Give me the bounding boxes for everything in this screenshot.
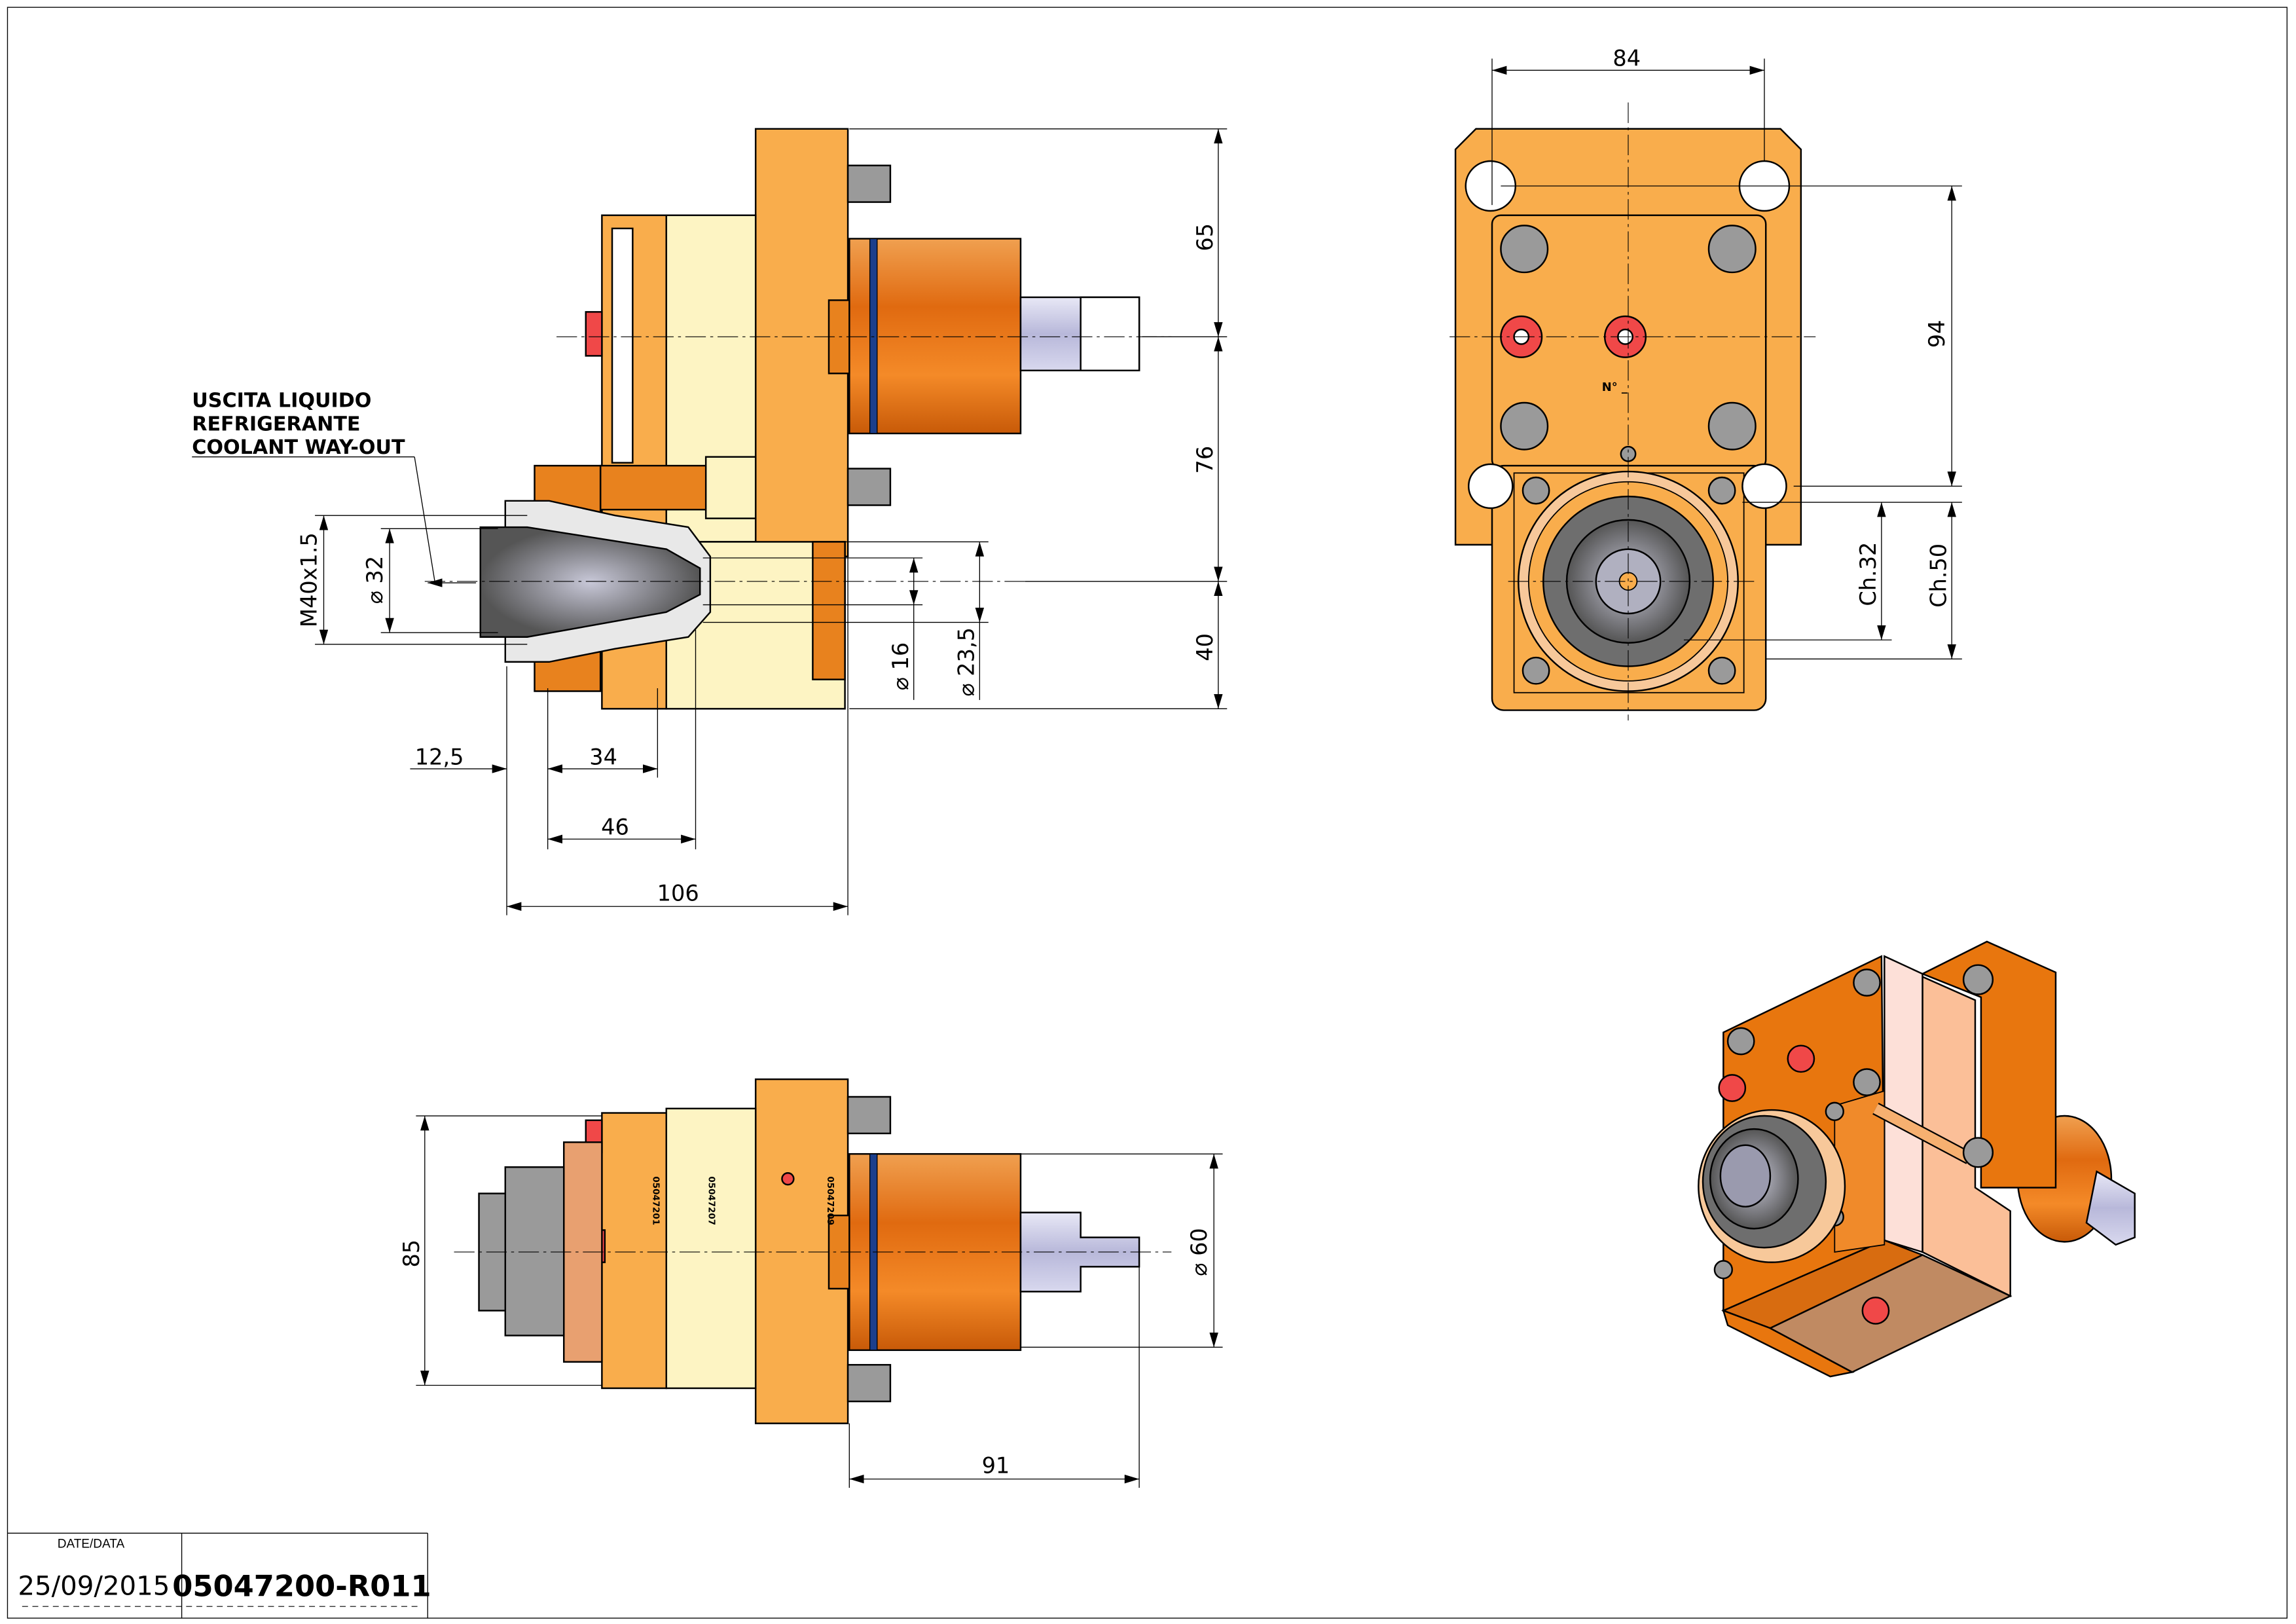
sheet-border [7, 7, 2287, 1619]
stud-screw-top [847, 164, 892, 203]
socket-screw-icon [1500, 225, 1757, 685]
dim-bore-16: ⌀ 16 [888, 642, 913, 691]
coolant-note-line-3: COOLANT WAY-OUT [192, 436, 405, 459]
title-block: DATE/DATA 25/09/2015 05047200-R011 [7, 1532, 431, 1619]
dims-front: 84 94 Ch.32 Ch.50 [1491, 46, 1962, 659]
o-ring-seal [869, 238, 878, 434]
front-view: N° _ 84 94 Ch.32 [1449, 46, 1962, 721]
dim-94: 94 [1924, 320, 1950, 348]
dim-34: 34 [589, 744, 617, 769]
dim-bore-23-5: ⌀ 23,5 [953, 627, 979, 697]
shaft-flat [1080, 296, 1140, 372]
iso-collet-nut [1698, 1109, 1846, 1263]
isometric-view [1698, 940, 2136, 1378]
collet-hex-nut [504, 1166, 565, 1337]
front-plate [601, 1112, 668, 1390]
dim-diameter-60: ⌀ 60 [1186, 1228, 1212, 1276]
dims-bottom: 85 ⌀ 60 91 [399, 1115, 1223, 1488]
dim-76: 76 [1192, 446, 1218, 474]
dim-thread-m40x1-5: M40x1.5 [296, 532, 321, 627]
dim-65: 65 [1192, 223, 1218, 251]
part-label-3: 05047209 [825, 1176, 835, 1225]
collet [479, 526, 701, 638]
coolant-note-line-2: REFRIGERANTE [192, 413, 360, 435]
dim-91: 91 [982, 1453, 1010, 1479]
drawing-number: 05047200-R011 [172, 1569, 431, 1604]
dim-85: 85 [399, 1240, 424, 1268]
dim-ch32: Ch.32 [1855, 542, 1881, 606]
date-label: DATE/DATA [58, 1538, 125, 1551]
note-leader [414, 456, 436, 583]
part-label-1: 05047201 [651, 1176, 661, 1225]
coolant-plug-icon [1718, 1044, 1890, 1325]
top-outline-view: 05047201 05047207 05047209 85 ⌀ 60 91 [399, 1078, 1223, 1488]
dim-106: 106 [657, 880, 699, 906]
iso-strip [1884, 955, 1923, 1253]
housing [665, 1107, 757, 1390]
side-section-view: USCITA LIQUIDO REFRIGERANTE COOLANT WAY-… [192, 128, 1228, 915]
dims-bore: ⌀ 16 ⌀ 23,5 [702, 541, 989, 700]
serial-number-marking: N° _ [1602, 380, 1628, 394]
dim-46: 46 [601, 815, 629, 840]
dim-40: 40 [1192, 633, 1218, 661]
dim-ch50: Ch.50 [1925, 544, 1951, 608]
dim-12-5: 12,5 [415, 744, 464, 769]
dims-horizontal: 12,5 34 46 106 [410, 556, 848, 915]
housing-lower-edge [812, 541, 846, 680]
stud-screw-bottom [847, 468, 892, 506]
drawing-date: 25/09/2015 [18, 1571, 170, 1601]
dim-84: 84 [1613, 46, 1641, 71]
front-plate-inner [611, 227, 634, 464]
part-label-2: 05047207 [706, 1176, 716, 1225]
coolant-fitting [704, 456, 757, 519]
iso-bottom-face [1768, 1254, 2013, 1373]
coolant-note-line-1: USCITA LIQUIDO [192, 390, 371, 413]
dims-vertical-right: 65 76 40 [849, 128, 1228, 710]
dim-diameter-32: ⌀ 32 [362, 556, 388, 604]
iso-drive-shaft [2085, 1170, 2136, 1246]
iso-coolant-tube [1873, 1103, 1972, 1163]
coolant-plug [585, 311, 603, 357]
dims-thread: M40x1.5 ⌀ 32 [296, 515, 528, 645]
iso-flange [1920, 940, 2057, 1189]
drive-cylinder [848, 238, 1022, 435]
